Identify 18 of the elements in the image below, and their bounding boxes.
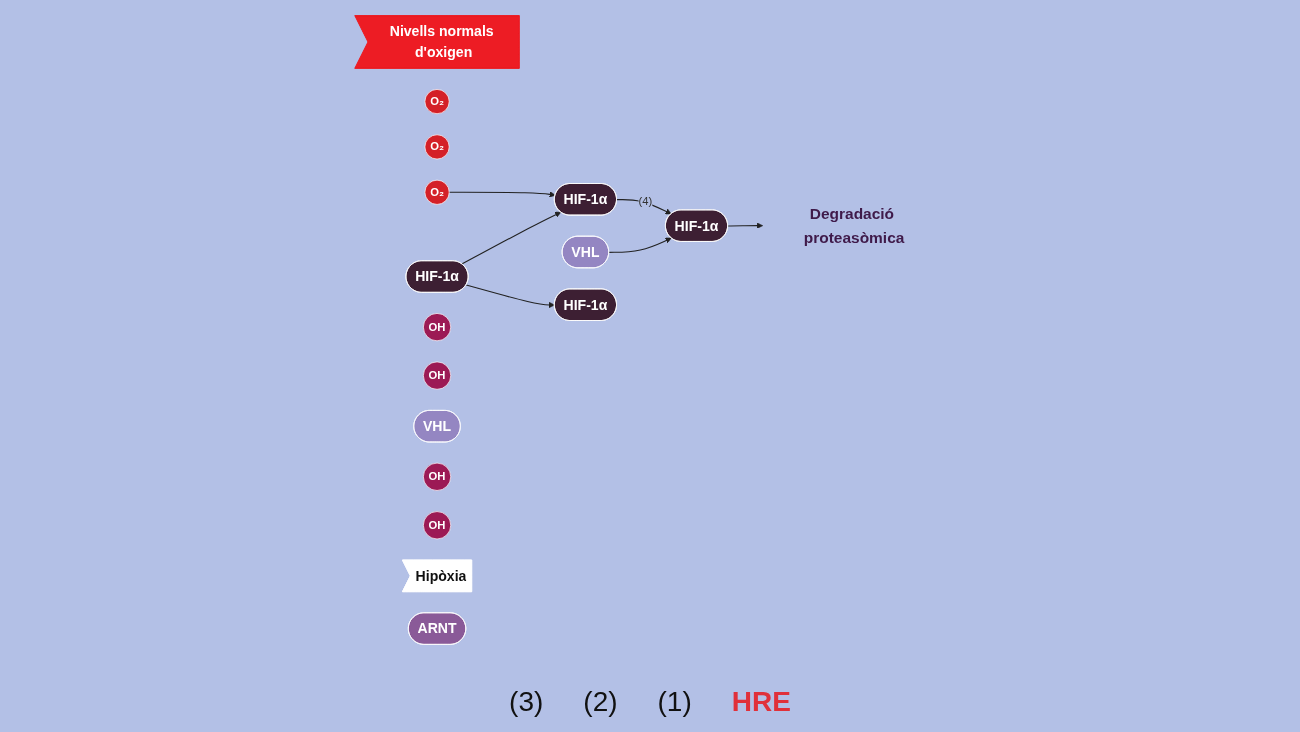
node-circle: OH xyxy=(422,313,451,342)
node-circle: OH xyxy=(422,361,451,390)
step-number: (3) xyxy=(509,686,544,718)
dna-label: HRE xyxy=(731,686,791,718)
step-number: (1) xyxy=(657,686,692,718)
node-circle: OH xyxy=(422,511,451,540)
arrow xyxy=(465,284,555,309)
node-circle: O₂ xyxy=(424,134,450,160)
node-circle: OH xyxy=(422,462,451,491)
node-text: Degradació proteasòmica xyxy=(803,205,905,247)
arrow xyxy=(608,237,672,253)
step-number: (2) xyxy=(583,686,618,718)
edge-label: (4) xyxy=(638,195,652,208)
arrow xyxy=(448,191,556,198)
node-circle: O₂ xyxy=(424,89,450,115)
node-circle: O₂ xyxy=(424,179,450,205)
arrow xyxy=(727,222,763,229)
arrow xyxy=(461,211,561,265)
